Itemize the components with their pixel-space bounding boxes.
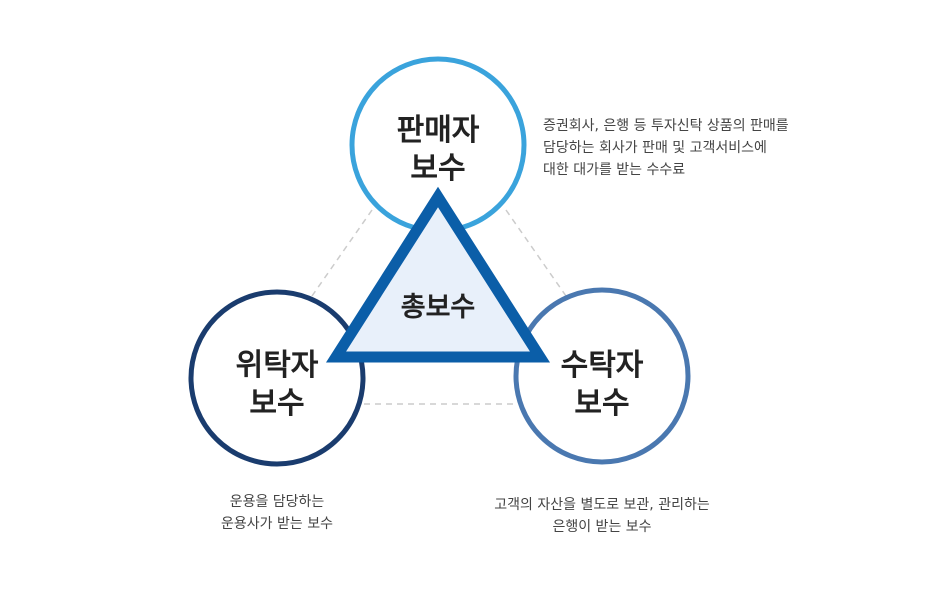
seller-description: 증권회사, 은행 등 투자신탁 상품의 판매를 담당하는 회사가 판매 및 고객… (543, 115, 789, 181)
seller-description-line: 증권회사, 은행 등 투자신탁 상품의 판매를 (543, 118, 789, 134)
seller-label: 판매자 보수 (353, 112, 523, 188)
seller-label-line1: 판매자 (396, 113, 480, 148)
custodian-description-line: 은행이 받는 보수 (552, 519, 652, 535)
connector-seller-trustee (311, 209, 373, 297)
custodian-circle (513, 287, 691, 465)
trustee-label-line1: 위탁자 (235, 348, 319, 383)
custodian-description: 고객의 자산을 별도로 보관, 관리하는 은행이 받는 보수 (472, 494, 732, 538)
trustee-description: 운용을 담당하는 운용사가 받는 보수 (187, 491, 367, 535)
custodian-label: 수탁자 보수 (517, 347, 687, 423)
trustee-label-line2: 보수 (249, 386, 305, 421)
seller-description-line: 담당하는 회사가 판매 및 고객서비스에 (543, 140, 767, 156)
trustee-description-line: 운용을 담당하는 (229, 494, 325, 510)
trustee-circle (188, 289, 366, 467)
trustee-label: 위탁자 보수 (192, 347, 362, 423)
seller-description-line: 대한 대가를 받는 수수료 (543, 162, 686, 178)
custodian-label-line1: 수탁자 (560, 348, 644, 383)
connector-seller-custodian (505, 209, 567, 297)
seller-label-line2: 보수 (410, 151, 466, 186)
custodian-label-line2: 보수 (574, 386, 630, 421)
total-fee-triangle (325, 186, 551, 363)
custodian-description-line: 고객의 자산을 별도로 보관, 관리하는 (494, 497, 710, 513)
total-fee-label: 총보수 (400, 292, 476, 323)
trustee-description-line: 운용사가 받는 보수 (221, 516, 333, 532)
